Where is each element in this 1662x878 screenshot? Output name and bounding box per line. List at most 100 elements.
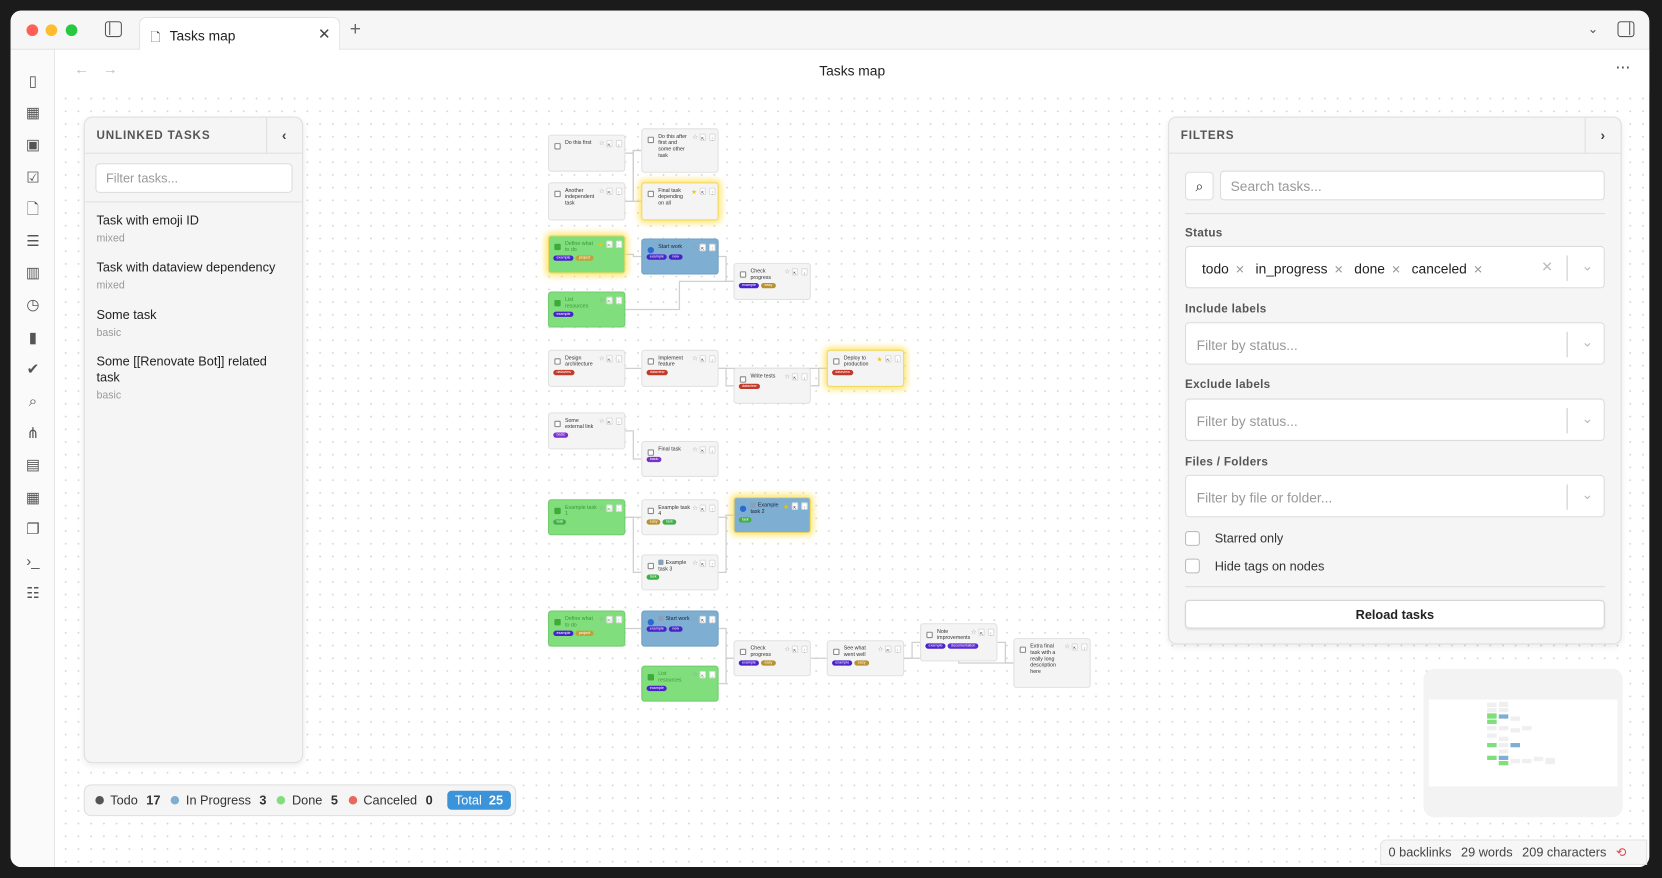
- open-task-icon[interactable]: ⇱: [885, 645, 892, 653]
- task-menu-icon[interactable]: ⋮: [709, 355, 716, 363]
- task-menu-icon[interactable]: ⋮: [894, 355, 901, 363]
- minimap[interactable]: [1423, 668, 1623, 818]
- timer-icon[interactable]: ◷: [26, 296, 40, 314]
- task-checkbox[interactable]: [554, 190, 561, 198]
- task-node[interactable]: Example task 1 ☆ ⇱⋮ task: [547, 499, 626, 536]
- include-labels-select[interactable]: Filter by status...⌄: [1185, 322, 1605, 365]
- backlinks-count[interactable]: 0 backlinks: [1388, 844, 1452, 860]
- task-checkbox[interactable]: [554, 619, 561, 626]
- file-icon[interactable]: 🗋: [26, 200, 39, 218]
- task-checkbox[interactable]: [739, 271, 747, 278]
- task-menu-icon[interactable]: ⋮: [801, 268, 808, 276]
- task-checkbox[interactable]: [554, 358, 561, 365]
- star-outline-icon[interactable]: ☆: [598, 505, 605, 512]
- task-checkbox[interactable]: [833, 648, 840, 656]
- exclude-labels-select[interactable]: Filter by status...⌄: [1185, 398, 1605, 441]
- right-sidebar-toggle-icon[interactable]: [1617, 21, 1635, 38]
- star-outline-icon[interactable]: ☆: [877, 646, 884, 653]
- remove-chip-icon[interactable]: ✕: [1391, 263, 1402, 277]
- task-node[interactable]: Example task 3 ☆ ⇱⋮ task: [641, 554, 719, 591]
- open-task-icon[interactable]: ⇱: [978, 628, 985, 636]
- double-check-icon[interactable]: ✔: [26, 360, 40, 378]
- task-menu-icon[interactable]: ⋮: [1081, 643, 1088, 651]
- open-task-icon[interactable]: ⇱: [699, 187, 706, 196]
- search-tasks-input[interactable]: Search tasks...: [1220, 170, 1605, 201]
- calendar-alt-icon[interactable]: ▦: [25, 488, 40, 506]
- open-task-icon[interactable]: ⇱: [606, 240, 613, 249]
- copy-icon[interactable]: ❐: [26, 520, 40, 538]
- task-menu-icon[interactable]: ⋮: [615, 240, 623, 249]
- star-outline-icon[interactable]: ☆: [692, 356, 698, 363]
- open-task-icon[interactable]: ⇱: [606, 417, 613, 426]
- chevron-down-icon[interactable]: ⌄: [1581, 333, 1594, 350]
- star-outline-icon[interactable]: ☆: [598, 297, 605, 305]
- open-task-icon[interactable]: ⇱: [699, 446, 706, 454]
- task-node[interactable]: Implement feature ☆ ⇱⋮ dataview: [641, 349, 719, 387]
- star-outline-icon[interactable]: ☆: [784, 374, 791, 381]
- in-progress-icon[interactable]: [647, 246, 654, 254]
- dashboard-icon[interactable]: ▤: [25, 456, 40, 474]
- task-node[interactable]: Some external link ☆ ⇱⋮ basic: [547, 412, 626, 450]
- task-menu-icon[interactable]: ⋮: [709, 504, 716, 512]
- in-progress-icon[interactable]: [647, 619, 654, 626]
- remove-chip-icon[interactable]: ✕: [1333, 263, 1344, 277]
- star-icon[interactable]: ★: [691, 189, 697, 197]
- bar-chart-icon[interactable]: ▮: [28, 328, 37, 346]
- collapse-panel-button[interactable]: ‹: [266, 117, 302, 154]
- open-task-icon[interactable]: ⇱: [699, 243, 706, 252]
- chevron-down-icon[interactable]: ⌄: [1581, 410, 1594, 427]
- star-outline-icon[interactable]: ☆: [598, 356, 605, 363]
- task-menu-icon[interactable]: ⋮: [894, 645, 901, 653]
- task-menu-icon[interactable]: ⋮: [615, 355, 623, 363]
- chevron-down-icon[interactable]: ⌄: [1581, 486, 1594, 503]
- close-tab-icon[interactable]: ✕: [317, 25, 331, 43]
- sidebar-toggle-icon[interactable]: [104, 21, 122, 38]
- open-task-icon[interactable]: ⇱: [791, 373, 799, 381]
- star-outline-icon[interactable]: ☆: [692, 505, 698, 512]
- task-menu-icon[interactable]: ⋮: [987, 628, 995, 636]
- open-task-icon[interactable]: ⇱: [606, 355, 613, 363]
- task-node[interactable]: Example task 2 ★ ⇱⋮ task: [733, 497, 811, 534]
- task-menu-icon[interactable]: ⋮: [615, 187, 623, 196]
- star-outline-icon[interactable]: ☆: [692, 447, 698, 454]
- task-menu-icon[interactable]: ⋮: [709, 133, 716, 141]
- maximize-window-button[interactable]: [65, 24, 78, 37]
- star-outline-icon[interactable]: ☆: [598, 140, 605, 148]
- starred-only-checkbox[interactable]: [1185, 531, 1200, 546]
- task-menu-icon[interactable]: ⋮: [615, 296, 623, 305]
- open-task-icon[interactable]: ⇱: [791, 645, 799, 653]
- calendar-day-icon[interactable]: ▣: [25, 136, 40, 154]
- sync-status-icon[interactable]: ⟲: [1615, 844, 1627, 860]
- columns-icon[interactable]: ▥: [25, 264, 40, 282]
- star-outline-icon[interactable]: ☆: [692, 616, 698, 624]
- remove-chip-icon[interactable]: ✕: [1473, 263, 1483, 277]
- open-task-icon[interactable]: ⇱: [699, 355, 706, 363]
- hide-tags-checkbox[interactable]: [1185, 558, 1200, 574]
- filter-tasks-input[interactable]: Filter tasks...: [95, 163, 293, 193]
- open-task-icon[interactable]: ⇱: [885, 355, 892, 363]
- new-tab-icon[interactable]: +: [349, 18, 361, 40]
- star-outline-icon[interactable]: ☆: [598, 188, 605, 196]
- task-node[interactable]: Final task depending on all ★ ⇱⋮: [641, 182, 719, 221]
- star-outline-icon[interactable]: ☆: [784, 269, 791, 276]
- task-checkbox[interactable]: [554, 420, 561, 428]
- terminal-icon[interactable]: ›_: [26, 552, 40, 570]
- task-checkbox[interactable]: [926, 631, 933, 639]
- open-task-icon[interactable]: ⇱: [606, 296, 613, 305]
- task-checkbox[interactable]: [647, 190, 654, 198]
- task-checkbox[interactable]: [554, 299, 561, 307]
- search-icon[interactable]: ⌕: [1185, 171, 1214, 201]
- minimize-window-button[interactable]: [45, 24, 58, 37]
- graph-icon[interactable]: ⋔: [26, 424, 40, 442]
- task-node[interactable]: Deploy to production ★ ⇱⋮ dataview: [826, 349, 905, 387]
- task-menu-icon[interactable]: ⋮: [801, 645, 808, 653]
- task-checkbox[interactable]: [554, 243, 561, 251]
